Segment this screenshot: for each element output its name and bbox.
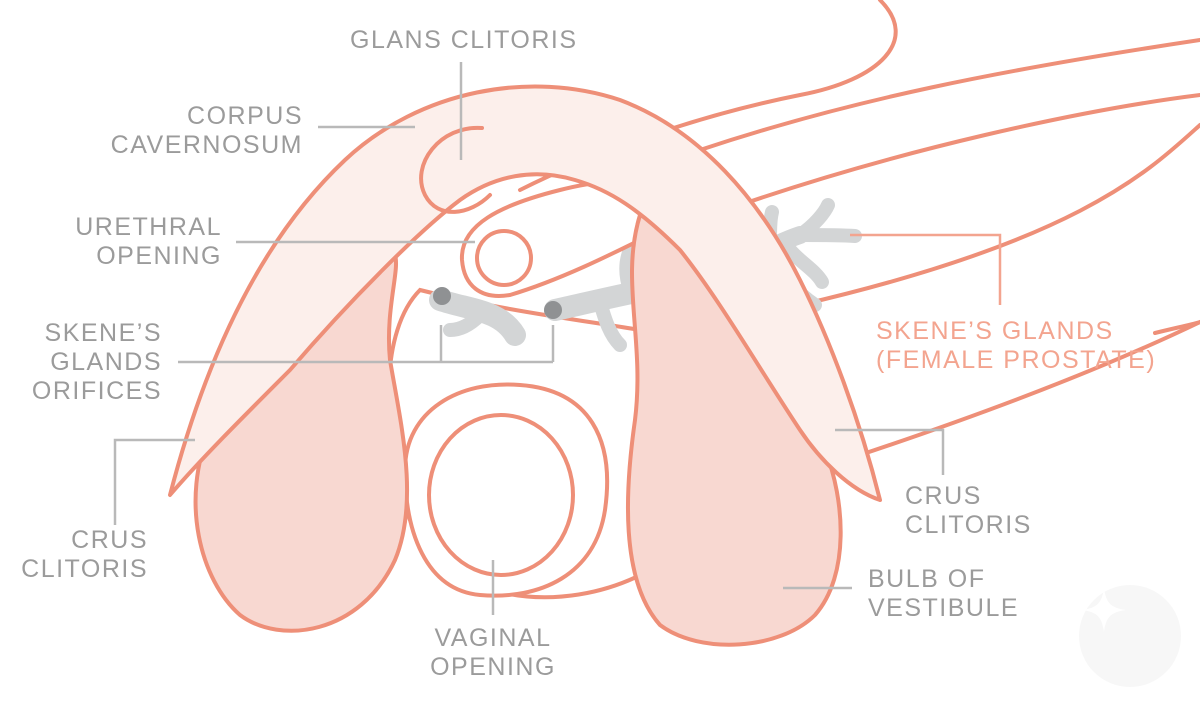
sparkle-icon (1082, 588, 1126, 632)
leg-contour-a (698, 38, 1200, 152)
skenes-gland-branch-f (783, 243, 829, 289)
label-skenes-glands-orifices: SKENE’S GLANDS ORIFICES (31, 319, 162, 405)
skenes-gland-left-branch (443, 308, 487, 337)
leg-contour-c (798, 123, 1200, 307)
glans-clitoris (419, 125, 492, 214)
leg-contour-e (858, 320, 1200, 457)
leader-crus-clitoris-left (113, 438, 195, 525)
label-vaginal-opening: VAGINAL OPENING (430, 624, 556, 681)
leader-skenes-orifices (178, 325, 555, 364)
label-glans-clitoris: GLANS CLITORIS (350, 26, 578, 54)
label-skenes-glands-female-prostate: SKENE’S GLANDS (FEMALE PROSTATE) (876, 317, 1157, 374)
skenes-gland-right-branch-b (619, 243, 637, 297)
sparkle-badge (1079, 585, 1181, 687)
skenes-gland-right-branch-a (593, 295, 627, 352)
label-urethral-opening: URETHRAL OPENING (75, 213, 222, 270)
leader-lines (113, 62, 945, 615)
leader-skenes-glands (850, 233, 1002, 305)
label-crus-clitoris-right: CRUS CLITORIS (905, 482, 1032, 539)
skenes-orifice-left (433, 287, 451, 305)
label-bulb-of-vestibule: BULB OF VESTIBULE (868, 565, 1020, 622)
leg-contour-b (738, 93, 1200, 207)
skenes-orifice-right (544, 301, 562, 319)
skenes-gland-branch-e (793, 228, 862, 243)
label-corpus-cavernosum: CORPUS CAVERNOSUM (110, 102, 303, 159)
vaginal-opening (427, 413, 575, 577)
label-crus-clitoris-left: CRUS CLITORIS (21, 526, 148, 583)
clitoral-body (168, 84, 882, 502)
leader-crus-clitoris-right (835, 428, 945, 475)
urethral-opening (475, 229, 533, 287)
